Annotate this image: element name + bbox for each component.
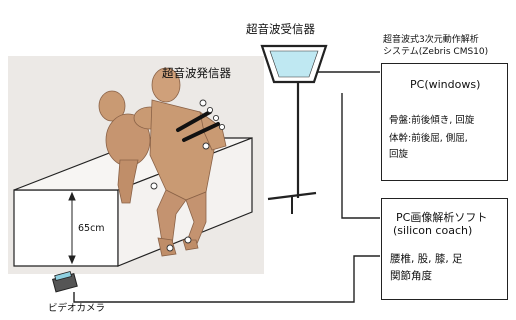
system-label-line2: システム(Zebris CMS10) bbox=[383, 47, 489, 57]
pc-analysis-line: 腰椎, 股, 膝, 足 bbox=[390, 253, 463, 265]
height-label: 65cm bbox=[78, 223, 105, 234]
system-label-line1: 超音波式3次元動作解析 bbox=[383, 35, 479, 45]
pc-analysis-title-line2: (silicon coach) bbox=[393, 224, 473, 237]
camera-label: ビデオカメラ bbox=[48, 303, 106, 314]
video-camera-icon bbox=[51, 271, 78, 293]
human-figure-icon bbox=[98, 67, 227, 257]
pc-analysis-line: 関節角度 bbox=[390, 270, 432, 282]
transmitter-label: 超音波発信器 bbox=[162, 66, 231, 80]
receiver-label: 超音波受信器 bbox=[246, 22, 315, 36]
connection-lines bbox=[73, 71, 380, 303]
pc-windows-box: PC(windows) 骨盤:前後傾き, 回旋 体幹:前後屈, 側屈, 回旋 bbox=[381, 63, 508, 181]
body-markers bbox=[150, 99, 226, 252]
pc-analysis-box: PC画像解析ソフト (silicon coach) 腰椎, 股, 膝, 足 関節… bbox=[381, 198, 508, 300]
pc-windows-title: PC(windows) bbox=[410, 78, 481, 91]
pc-windows-line: 回旋 bbox=[389, 149, 409, 160]
ultrasonic-receiver-icon bbox=[260, 44, 328, 214]
ultrasonic-transmitter-icon bbox=[176, 110, 220, 142]
pc-windows-line: 体幹:前後屈, 側屈, bbox=[389, 133, 468, 144]
pc-analysis-title-line1: PC画像解析ソフト bbox=[396, 211, 488, 224]
height-arrow bbox=[68, 191, 76, 265]
pc-windows-line: 骨盤:前後傾き, 回旋 bbox=[389, 115, 475, 126]
